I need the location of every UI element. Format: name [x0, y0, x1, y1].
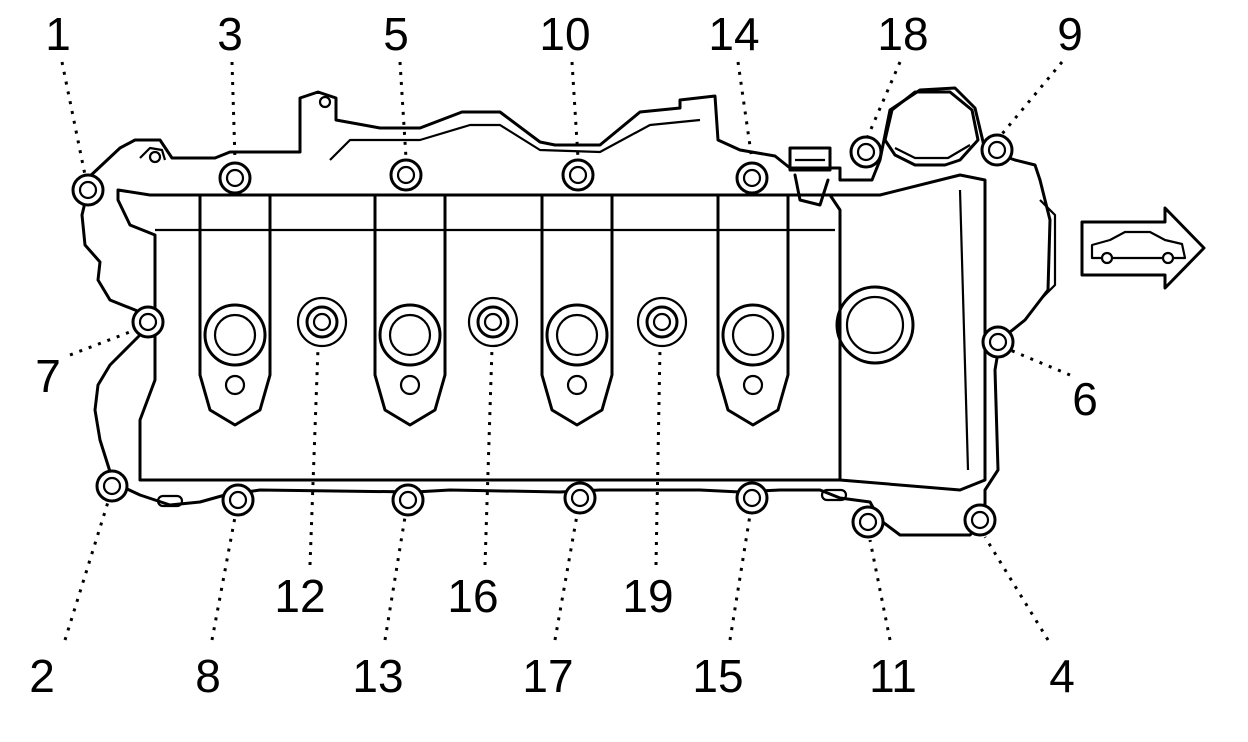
bolt-19: [636, 296, 688, 348]
bolt-4: [963, 503, 997, 537]
bolt-13: [391, 483, 425, 517]
bolt-8: [221, 483, 255, 517]
bolt-7: [131, 305, 165, 339]
callout-9: 9: [1057, 8, 1083, 60]
leader-lines: [60, 61, 1071, 641]
cover-bolts: [71, 133, 1015, 539]
bolt-14: [735, 161, 769, 195]
callout-14: 14: [708, 8, 759, 60]
bolt-9: [980, 133, 1014, 167]
coil-tower-3: [540, 193, 614, 427]
callout-4: 4: [1049, 650, 1075, 702]
coil-tower-4: [716, 193, 790, 427]
bolt-10: [561, 158, 595, 192]
callout-15: 15: [692, 650, 743, 702]
bolt-3: [218, 161, 252, 195]
front-of-vehicle-arrow-icon: [1080, 206, 1206, 290]
callout-19: 19: [622, 570, 673, 622]
bolt-18: [849, 135, 883, 169]
bolt-17: [563, 481, 597, 515]
callout-labels: 1 3 5 10 14 18 9 7 6 2 8 12 13 16 17 19 …: [29, 8, 1098, 702]
callout-1: 1: [45, 8, 71, 60]
callout-10: 10: [539, 8, 590, 60]
callout-6: 6: [1072, 373, 1098, 425]
callout-7: 7: [35, 350, 61, 402]
coil-tower-2: [373, 193, 447, 427]
bolt-2: [95, 469, 129, 503]
bolt-11: [851, 505, 885, 539]
callout-8: 8: [195, 650, 221, 702]
callout-16: 16: [447, 570, 498, 622]
bolt-6: [981, 325, 1015, 359]
callout-5: 5: [383, 8, 409, 60]
bolt-16: [467, 296, 519, 348]
callout-2: 2: [29, 650, 55, 702]
callout-3: 3: [217, 8, 243, 60]
coil-tower-1: [198, 193, 272, 427]
valve-cover-outline: [80, 86, 1057, 537]
bolt-5: [389, 158, 423, 192]
callout-18: 18: [877, 8, 928, 60]
bolt-15: [735, 481, 769, 515]
callout-17: 17: [522, 650, 573, 702]
bolt-12: [296, 296, 348, 348]
callout-13: 13: [352, 650, 403, 702]
callout-12: 12: [274, 570, 325, 622]
coil-towers: [198, 193, 790, 427]
bolt-1: [71, 173, 105, 207]
callout-11: 11: [869, 650, 917, 702]
